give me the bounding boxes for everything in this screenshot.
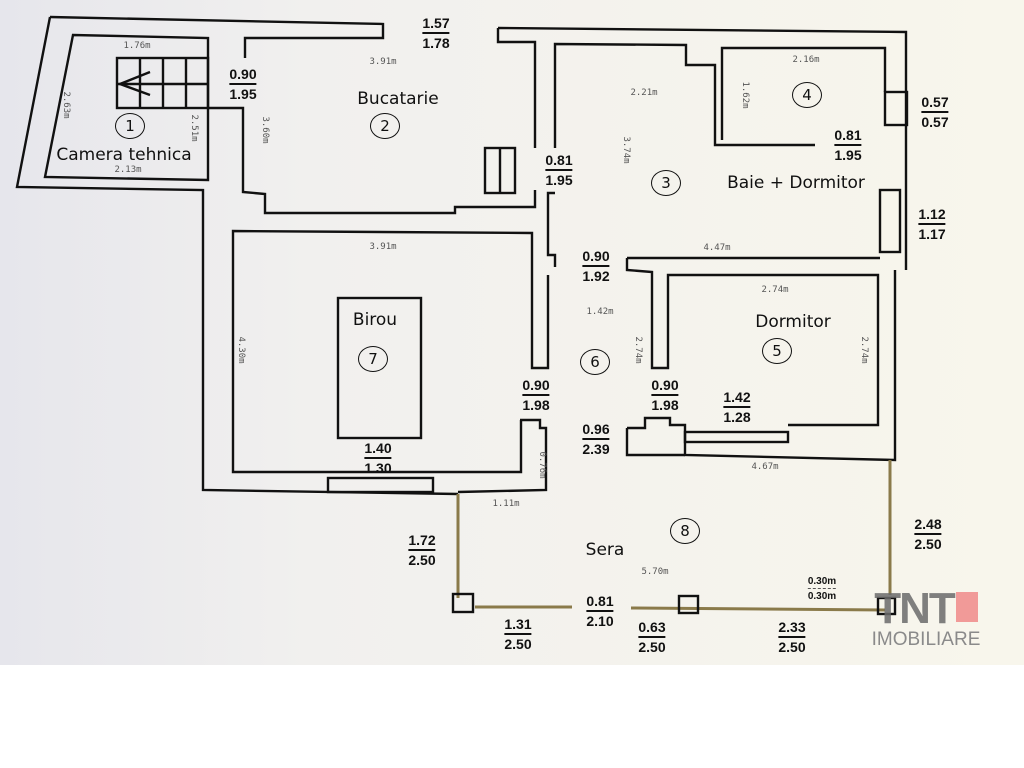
dimension-label: 3.91m <box>369 57 397 67</box>
room-number-4: 4 <box>792 82 822 108</box>
logo-brand: TNT <box>874 584 956 633</box>
floor-plan: Camera tehnica Bucatarie Baie + Dormitor… <box>0 0 1024 665</box>
dimension-label: 1.62m <box>740 81 750 109</box>
room-number-8: 8 <box>670 518 700 544</box>
walls <box>15 15 909 616</box>
house-roof-icon <box>955 592 978 622</box>
room-number-3: 3 <box>651 170 681 196</box>
room-name-birou: Birou <box>352 310 398 330</box>
desk-outline <box>336 296 423 440</box>
room-name-baie-dormitor: Baie + Dormitor <box>727 173 865 193</box>
logo-subtitle: IMOBILIARE <box>871 629 981 650</box>
dimension-label: 2.21m <box>630 88 658 98</box>
room-name-bucatarie: Bucatarie <box>357 89 439 109</box>
dimension-label: 3.91m <box>369 242 397 252</box>
tnt-imobiliare-logo: TNT IMOBILIARE <box>858 587 994 650</box>
dimension-label: 2.51m <box>189 114 199 142</box>
dimension-label: 4.30m <box>236 336 246 364</box>
dimension-label: 0.76m <box>537 451 547 479</box>
dimension-label: 2.74m <box>761 285 789 295</box>
dimension-label: 3.60m <box>260 116 270 144</box>
dimension-label: 2.74m <box>859 336 869 364</box>
dimension-label: 5.70m <box>641 567 669 577</box>
dimension-label: 2.74m <box>633 336 643 364</box>
room-number-2: 2 <box>370 113 400 139</box>
dimension-label: 1.76m <box>123 41 151 51</box>
room-name-camera-tehnica: Camera tehnica <box>56 145 192 165</box>
dimension-label: 2.63m <box>61 91 71 119</box>
dimension-label: 2.13m <box>114 165 142 175</box>
dimension-label: 1.42m <box>586 307 614 317</box>
room-number-1: 1 <box>115 113 145 139</box>
room-number-5: 5 <box>762 338 792 364</box>
dimension-label: 4.67m <box>751 462 779 472</box>
room-number-7: 7 <box>358 346 388 372</box>
dimension-label: 4.47m <box>703 243 731 253</box>
dimension-label: 3.74m <box>621 136 631 164</box>
dimension-label: 2.16m <box>792 55 820 65</box>
dimension-label: 1.11m <box>492 499 520 509</box>
stairs-icon <box>115 56 210 110</box>
room-number-6: 6 <box>580 349 610 375</box>
room-name-sera: Sera <box>585 540 625 560</box>
room-name-dormitor: Dormitor <box>755 312 831 332</box>
